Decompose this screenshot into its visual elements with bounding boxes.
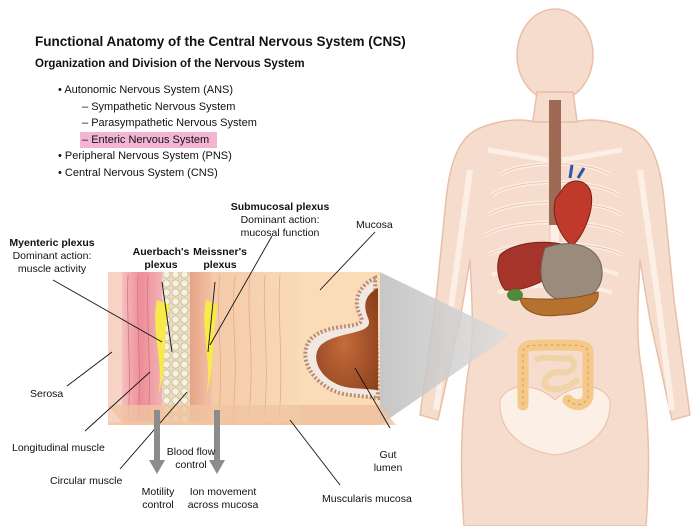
motility-line2: control <box>142 499 174 511</box>
blood-flow-line1: Blood flow <box>166 446 216 458</box>
dash-marker: – <box>82 117 89 130</box>
outline-item-label: Central Nervous System (CNS) <box>64 166 218 179</box>
motility-control-label: Motility control <box>135 486 181 512</box>
outline-item-label: Peripheral Nervous System (PNS) <box>64 150 232 163</box>
down-arrow-icon <box>149 410 225 474</box>
outline-item-enteric: – Enteric Nervous System <box>58 131 257 149</box>
submucosal-plexus-label: Submucosal plexus Dominant action: mucos… <box>228 201 332 240</box>
circular-muscle-label: Circular muscle <box>50 475 123 487</box>
meissner-plexus-label: Meissner's plexus <box>185 246 255 272</box>
leader-lines <box>52 231 391 486</box>
bullet-marker: • <box>58 166 62 179</box>
outline-item-label: Parasympathetic Nervous System <box>91 117 257 130</box>
submucosal-title: Submucosal plexus <box>230 201 330 213</box>
blood-flow-label: Blood flow control <box>160 446 222 472</box>
outline-item-cns: • Central Nervous System (CNS) <box>58 165 257 182</box>
bullet-marker: • <box>58 150 62 163</box>
outline-list: • Autonomic Nervous System (ANS) – Sympa… <box>58 82 257 182</box>
highlighted-item: – Enteric Nervous System <box>80 131 218 149</box>
myenteric-title: Myenteric plexus <box>9 237 95 249</box>
submucosal-action-line2: mucosal function <box>240 227 320 239</box>
blood-flow-line2: control <box>175 459 207 471</box>
gut-lumen-line2: lumen <box>373 462 403 474</box>
outline-item-sympathetic: – Sympathetic Nervous System <box>58 99 257 116</box>
serosa-label: Serosa <box>30 388 64 400</box>
page-subtitle: Organization and Division of the Nervous… <box>35 58 305 70</box>
human-body-illustration <box>419 8 691 526</box>
dash-marker: – <box>82 100 89 113</box>
outline-item-ans: • Autonomic Nervous System (ANS) <box>58 82 257 99</box>
magnification-cone <box>380 272 510 425</box>
outline-item-label: Sympathetic Nervous System <box>91 100 236 113</box>
auerbach-plexus-label: Auerbach's plexus <box>126 246 196 272</box>
outline-item-parasympathetic: – Parasympathetic Nervous System <box>58 115 257 132</box>
myenteric-action-line1: Dominant action: <box>12 250 92 262</box>
meissner-line2: plexus <box>203 259 237 271</box>
motility-line1: Motility <box>141 486 175 498</box>
outline-item-pns: • Peripheral Nervous System (PNS) <box>58 148 257 165</box>
meissner-line1: Meissner's <box>193 246 247 258</box>
myenteric-action-line2: muscle activity <box>17 263 87 275</box>
dash-marker: – <box>82 133 89 146</box>
gut-lumen-line1: Gut <box>379 449 397 461</box>
auerbach-line1: Auerbach's <box>132 246 190 258</box>
ion-movement-label: Ion movement across mucosa <box>182 486 264 512</box>
muscularis-mucosa-label: Muscularis mucosa <box>322 493 412 505</box>
bullet-marker: • <box>58 84 62 96</box>
outline-item-label: Enteric Nervous System <box>91 133 210 146</box>
longitudinal-muscle-label: Longitudinal muscle <box>12 442 105 454</box>
myenteric-plexus-label: Myenteric plexus Dominant action: muscle… <box>8 237 96 276</box>
gut-lumen-label: Gut lumen <box>370 449 406 475</box>
ion-line2: across mucosa <box>187 499 259 511</box>
gut-wall-cross-section <box>108 272 396 425</box>
ion-line1: Ion movement <box>189 486 257 498</box>
page-title: Functional Anatomy of the Central Nervou… <box>35 34 406 49</box>
mucosa-label: Mucosa <box>356 219 393 231</box>
outline-item-label: Autonomic Nervous System (ANS) <box>64 84 234 96</box>
auerbach-line2: plexus <box>144 259 178 271</box>
submucosal-action-line1: Dominant action: <box>240 214 320 226</box>
